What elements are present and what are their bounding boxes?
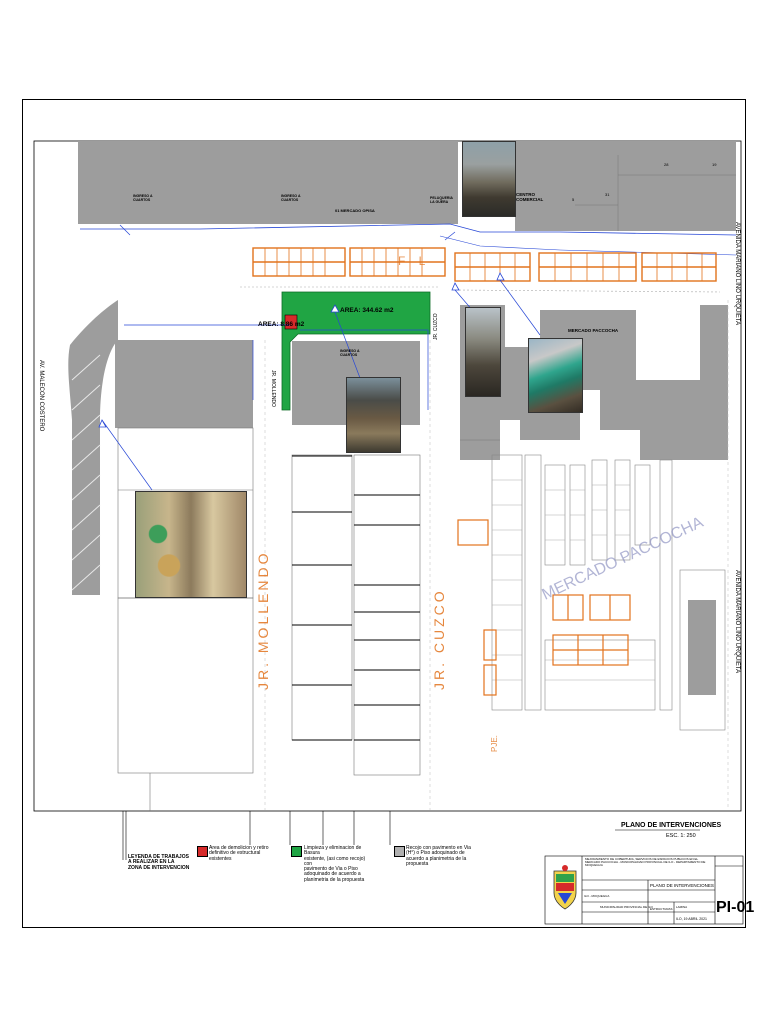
tb-field-3: ESTRUCTURAS — [650, 907, 673, 911]
green-intervention-zone — [281, 291, 431, 411]
label-av-malecon: AV. MALECON COSTERO — [38, 360, 44, 432]
legend-item-green: Limpieza y eliminacion de Basura existen… — [304, 845, 366, 883]
legend-swatch-gray — [394, 846, 405, 857]
label-mercado-watermark: MERCADO PACCOCHA — [540, 514, 707, 604]
label-top-letters: F L — [398, 254, 430, 268]
building-top-right — [515, 141, 736, 231]
tb-date: ILO, 19 ABRIL 2021 — [676, 917, 707, 921]
label-jr-mollendo-top: JR. MOLLENDO — [270, 370, 276, 407]
sheet-name: PLANO DE INTERVENCIONES — [650, 883, 714, 888]
label-pje: PJE. — [490, 735, 499, 752]
label-num-19: 19 — [712, 162, 717, 167]
photo-debris — [346, 377, 401, 453]
orange-stalls-row — [252, 247, 717, 282]
plan-scale: ESC. 1: 250 — [666, 833, 696, 839]
label-jr-cuzco-top: JR. CUZCO — [433, 313, 439, 340]
title-block — [544, 855, 744, 925]
sheet-code: PI-01 — [716, 899, 754, 916]
label-num-5: 5 — [572, 197, 575, 202]
red-demolition-zone — [284, 314, 298, 330]
tb-field-2: MUNICIPALIDAD PROVINCIAL DE ILO — [600, 905, 654, 909]
building-mid-left — [115, 340, 253, 428]
label-area-big: AREA: 344.62 m2 — [340, 307, 394, 314]
label-jr-mollendo: JR. MOLLENDO — [255, 551, 271, 690]
legend-item-red: Area de demolicion y retiro definitivo d… — [209, 845, 269, 862]
municipal-crest-icon — [553, 865, 577, 910]
label-num-31: 31 — [605, 192, 610, 197]
label-area-small: AREA: 8.86 m2 — [258, 321, 305, 328]
photo-aerial — [135, 491, 247, 598]
photo-street-top — [462, 141, 516, 217]
label-jr-cuzco: JR. CUZCO — [431, 588, 447, 690]
market-stall-grid — [491, 454, 726, 731]
legend-title: LEYENDA DE TRABAJOS A REALIZAR EN LA ZON… — [128, 854, 190, 871]
label-av-mariano-2: AVENIDA MARIANO LINO URQUIETA — [734, 570, 740, 673]
tb-field-4: LAMINA — [676, 905, 687, 909]
label-av-mariano: AVENIDA MARIANO LINO URQUIETA — [734, 222, 740, 325]
building-top-left — [78, 141, 458, 224]
label-mercado-paccocha: MERCADO PACCOCHA — [568, 328, 619, 333]
building-mercado — [460, 305, 728, 460]
building-right-small — [688, 600, 716, 695]
label-mercado-top: 01 MERCADO OPISA — [335, 208, 375, 213]
tb-project-text: MEJORAMIENTO DE COBERTURA, SERVICIOS DE … — [585, 857, 706, 868]
photo-mercado — [528, 338, 583, 413]
legend-swatch-red — [197, 846, 208, 857]
market-orange-blocks — [457, 519, 631, 696]
legend-swatch-green — [291, 846, 302, 857]
photo-alley — [465, 307, 501, 397]
legend-item-gray: Recojo con pavimento en Via (H°) o Piso … — [406, 845, 471, 867]
plan-title: PLANO DE INTERVENCIONES — [621, 822, 722, 829]
tb-field-1: ILO - MOQUEGUA — [584, 894, 609, 898]
label-num-28: 28 — [664, 162, 669, 167]
